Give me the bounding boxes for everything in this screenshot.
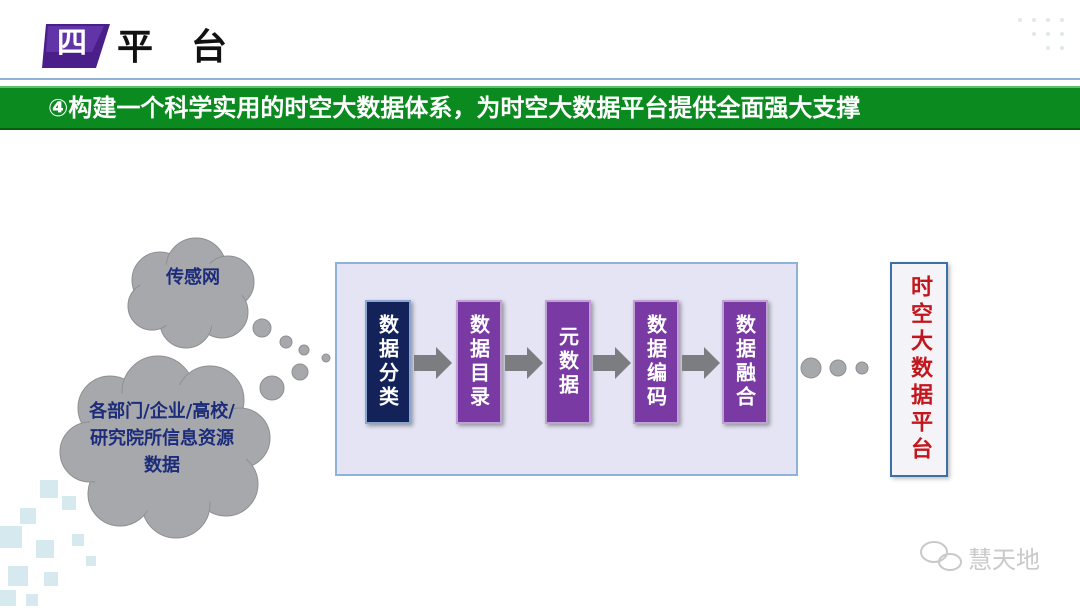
step-data-encoding: 数据编码 [633, 300, 679, 424]
subtitle-text: ④构建一个科学实用的时空大数据体系，为时空大数据平台提供全面强大支撑 [48, 94, 861, 122]
connector-dots-left [252, 318, 331, 401]
cloud-sensor-network [127, 237, 255, 349]
section-number: 四 [57, 26, 87, 61]
arrow-right-icon [505, 347, 543, 379]
arrow-right-icon [414, 347, 452, 379]
step-data-fusion: 数据融合 [722, 300, 768, 424]
spatiotemporal-platform-box: 时空大数据平台 [890, 262, 948, 477]
header-divider [0, 78, 1080, 80]
page-title: 平台 [117, 27, 266, 68]
arrow-right-icon [682, 347, 720, 379]
step-data-classification: 数据分类 [365, 300, 411, 424]
cloud-department-data [59, 355, 271, 539]
cloud-sensor-network-label: 传感网 [166, 267, 220, 288]
step-metadata: 元数据 [545, 300, 591, 424]
pixel-squares-decoration [0, 480, 96, 606]
corner-dots-decoration [1018, 18, 1064, 50]
wechat-icon [920, 541, 962, 571]
platform-label: 时空大数据平台 [907, 275, 932, 464]
section-badge-highlight [46, 26, 104, 52]
connector-dots-right [800, 357, 869, 379]
step-data-catalog: 数据目录 [456, 300, 502, 424]
arrow-right-icon [593, 347, 631, 379]
subtitle-bar [0, 86, 1080, 130]
watermark-text: 慧天地 [968, 546, 1040, 574]
cloud-department-data-label: 各部门/企业/高校/研究院所信息资源数据 [89, 401, 235, 476]
